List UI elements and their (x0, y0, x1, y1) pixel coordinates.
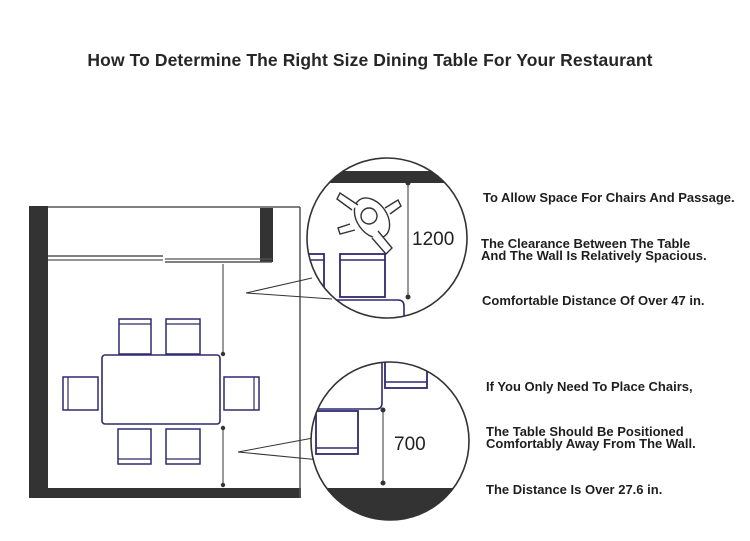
upper-right-pillar (260, 208, 273, 262)
chair (384, 362, 428, 389)
detail-circle-bottom: 700 (310, 361, 470, 521)
note-bottom-3: Comfortably Away From The Wall. (486, 436, 696, 451)
wall-left (29, 206, 48, 498)
chair (62, 376, 99, 411)
note-top-1: To Allow Space For Chairs And Passage. (483, 190, 735, 205)
dimension-label-top: 1200 (412, 229, 454, 250)
dining-table (101, 354, 221, 425)
room-plan (29, 206, 301, 498)
chair (118, 318, 152, 355)
note-top-4: Comfortable Distance Of Over 47 in. (482, 293, 705, 308)
note-top-2: The Clearance Between The Table (481, 236, 691, 251)
chair (165, 428, 201, 465)
diagram-title: How To Determine The Right Size Dining T… (87, 50, 653, 70)
dimension-label-bottom: 700 (394, 434, 426, 455)
note-bottom-2: The Table Should Be Positioned (486, 424, 684, 439)
callout-pointer-top (245, 277, 333, 300)
person-figure (336, 191, 402, 256)
wall-bottom (29, 488, 301, 498)
note-bottom-1: If You Only Need To Place Chairs, (486, 379, 693, 394)
chair (315, 410, 359, 455)
note-top-3: And The Wall Is Relatively Spacious. (481, 248, 707, 263)
callout-pointer-bottom (237, 437, 321, 461)
note-bottom-4: The Distance Is Over 27.6 in. (486, 482, 663, 497)
chair (307, 253, 325, 298)
chair (339, 253, 386, 298)
detail-circle-top: 1200 (306, 157, 468, 319)
chair (223, 376, 260, 411)
chair (117, 428, 152, 465)
chair (165, 318, 201, 355)
